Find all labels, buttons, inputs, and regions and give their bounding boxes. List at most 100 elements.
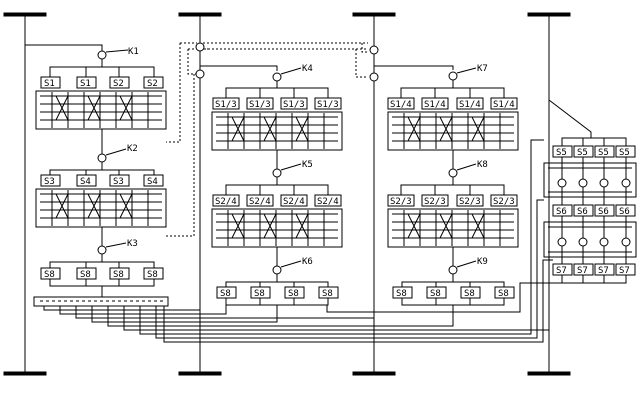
col1-matrix-1 (35, 90, 167, 154)
col3-row1-box-4: S1/4 (490, 97, 518, 110)
svg-text:S8: S8 (220, 289, 231, 299)
dashed-links (166, 42, 368, 237)
node-k2: K2 (97, 144, 138, 163)
col1-row3: S8 S8 S8 S8 (40, 254, 164, 287)
svg-text:S8: S8 (254, 289, 265, 299)
svg-text:S3: S3 (44, 177, 55, 187)
col1-row2-box-1: S3 (40, 174, 61, 187)
svg-text:S1/3: S1/3 (215, 100, 237, 110)
svg-text:S6: S6 (598, 207, 609, 217)
node-k6: K6 (272, 257, 313, 275)
rail-1 (3, 12, 47, 376)
col4-row1: S5 S5 S5 S5 (552, 137, 636, 158)
svg-text:S1/4: S1/4 (459, 100, 481, 110)
node-k5-label: K5 (302, 160, 313, 170)
col3-row2: S2/3 S2/3 S2/3 S2/3 (387, 177, 518, 207)
svg-text:S5: S5 (598, 148, 609, 158)
col4-row1-box-3: S5 (594, 145, 615, 158)
svg-text:S2/4: S2/4 (317, 197, 339, 207)
svg-text:S2/4: S2/4 (215, 197, 237, 207)
col4-row1-box-1: S5 (552, 145, 573, 158)
svg-text:S7: S7 (556, 266, 567, 276)
col1-row1-box-3: S2 (109, 76, 130, 89)
col1-row1-box-1: S1 (40, 76, 61, 89)
col2-matrix-2 (211, 208, 343, 266)
col2-row1-box-4: S1/3 (314, 97, 342, 110)
col4-row2-box-4: S6 (615, 204, 636, 217)
node-k7-label: K7 (477, 64, 488, 74)
col1-row3-box-3: S8 (109, 267, 130, 280)
node-k9: K9 (448, 257, 488, 275)
col1-row1-box-4: S2 (143, 76, 164, 89)
col2-matrix-1 (211, 111, 343, 169)
svg-text:S8: S8 (80, 270, 91, 280)
col1-row2: S3 S4 S3 S4 (40, 162, 164, 187)
link-junctions (195, 42, 379, 82)
svg-text:S1: S1 (44, 79, 55, 89)
col3-row1-box-2: S1/4 (421, 97, 449, 110)
col3-row3: S8 S8 S8 S8 (392, 274, 515, 306)
svg-text:S7: S7 (619, 266, 630, 276)
col3-row3-box-3: S8 (460, 286, 481, 299)
node-k4: K4 (272, 64, 313, 82)
col2-row1-box-1: S1/3 (212, 97, 240, 110)
col3-matrix-1 (387, 111, 519, 169)
svg-text:S3: S3 (113, 177, 124, 187)
svg-text:S1/4: S1/4 (493, 100, 515, 110)
svg-text:S1/4: S1/4 (390, 100, 412, 110)
col4-row3-box-2: S7 (573, 263, 594, 276)
col2-row2-box-3: S2/4 (280, 194, 308, 207)
svg-text:S6: S6 (619, 207, 630, 217)
col2-row3-box-3: S8 (284, 286, 305, 299)
svg-text:S4: S4 (147, 177, 158, 187)
col2-row3: S8 S8 S8 S8 (216, 274, 339, 306)
svg-text:S6: S6 (577, 207, 588, 217)
svg-text:S2/3: S2/3 (424, 197, 446, 207)
col1-row2-box-3: S3 (109, 174, 130, 187)
svg-text:S6: S6 (556, 207, 567, 217)
col4-row3-box-3: S7 (594, 263, 615, 276)
col2-row2: S2/4 S2/4 S2/4 S2/4 (212, 177, 342, 207)
svg-text:S8: S8 (288, 289, 299, 299)
col2-row3-box-4: S8 (318, 286, 339, 299)
col2-row2-box-4: S2/4 (314, 194, 342, 207)
svg-text:S2/4: S2/4 (249, 197, 271, 207)
svg-text:S2/3: S2/3 (390, 197, 412, 207)
col4-row3-box-4: S7 (615, 263, 636, 276)
rail-3 (352, 12, 396, 376)
svg-text:S2: S2 (147, 79, 158, 89)
col3-row2-box-3: S2/3 (456, 194, 484, 207)
col4-row1-box-2: S5 (573, 145, 594, 158)
col1-matrix-2 (35, 188, 167, 246)
node-k4-label: K4 (302, 64, 313, 74)
svg-text:S1: S1 (80, 79, 91, 89)
col3-row2-box-4: S2/3 (490, 194, 518, 207)
col1-row1: S1 S1 S2 S2 (40, 59, 164, 89)
node-k2-label: K2 (127, 144, 138, 154)
node-k9-label: K9 (477, 257, 488, 267)
col1-row2-box-2: S4 (76, 174, 97, 187)
col1-row3-box-2: S8 (76, 267, 97, 280)
col3-row3-box-2: S8 (426, 286, 447, 299)
col4-switch-bank-2 (543, 216, 637, 264)
svg-text:S1/3: S1/3 (283, 100, 305, 110)
svg-text:S8: S8 (464, 289, 475, 299)
rail-2 (178, 12, 222, 376)
node-k8-label: K8 (477, 160, 488, 170)
col3-row2-box-1: S2/3 (387, 194, 415, 207)
node-k3: K3 (97, 239, 138, 255)
node-k1: K1 (97, 47, 139, 60)
svg-text:S5: S5 (577, 148, 588, 158)
col4-switch-bank-1 (543, 157, 637, 205)
col4-row3: S7 S7 S7 S7 (552, 263, 636, 284)
col1-row2-box-4: S4 (143, 174, 164, 187)
col4-row3-box-1: S7 (552, 263, 573, 276)
svg-text:S1/3: S1/3 (317, 100, 339, 110)
col2-row3-box-1: S8 (216, 286, 237, 299)
col3-row3-box-4: S8 (494, 286, 515, 299)
svg-text:S8: S8 (113, 270, 124, 280)
col4-row2-box-2: S6 (573, 204, 594, 217)
svg-text:S7: S7 (577, 266, 588, 276)
rail-4 (527, 12, 571, 376)
